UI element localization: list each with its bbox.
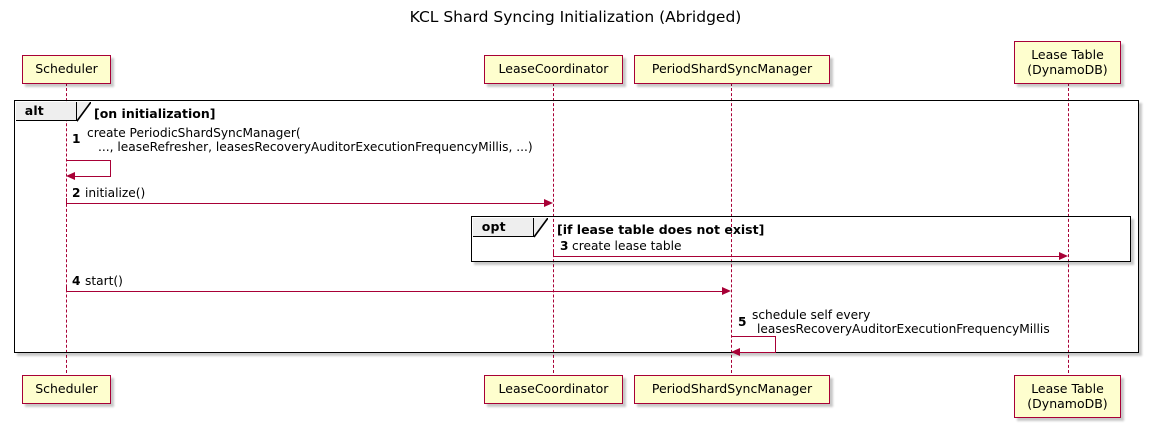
message-5-self-loop-bottom (740, 352, 776, 353)
message-4-source-tick (66, 286, 67, 292)
fragment-opt-operator-label: opt (481, 219, 506, 235)
fragment-opt-tab-notch-icon (533, 217, 548, 238)
fragment-alt-on-initialization (14, 100, 1139, 353)
participant-lease-coordinator-top[interactable]: LeaseCoordinator (484, 55, 623, 84)
fragment-alt-operator-tab: alt (15, 101, 77, 121)
message-4-arrowhead-icon (722, 286, 731, 295)
message-2-source-tick (66, 198, 67, 204)
participant-lease-table-bottom-label-2: (DynamoDB) (1027, 395, 1108, 411)
message-4-text: start() (85, 274, 123, 288)
message-5-self-loop-top (731, 336, 776, 337)
message-4-number: 4 (72, 274, 81, 288)
message-1-text-line1: create PeriodicShardSyncManager( (87, 126, 301, 140)
message-5-number: 5 (738, 315, 747, 329)
fragment-opt-lease-table-missing (471, 216, 1131, 262)
participant-lease-coordinator-bottom-label: LeaseCoordinator (498, 381, 609, 397)
message-5-arrowhead-icon (731, 347, 740, 356)
participant-scheduler-bottom-label: Scheduler (35, 381, 98, 397)
message-2-arrowhead-icon (544, 198, 553, 207)
participant-lease-table-top[interactable]: Lease Table (DynamoDB) (1014, 41, 1121, 84)
message-3-text: create lease table (572, 239, 682, 253)
message-1-self-loop-top (66, 160, 111, 161)
message-2-text: initialize() (85, 186, 146, 200)
message-3-source-tick (553, 251, 554, 257)
message-1-number: 1 (72, 132, 81, 146)
message-3-arrowhead-icon (1059, 251, 1068, 260)
message-5-text-line1: schedule self every (752, 308, 871, 322)
participant-period-shard-sync-manager-bottom[interactable]: PeriodShardSyncManager (634, 375, 830, 404)
lifeline-scheduler (66, 83, 67, 378)
fragment-alt-operator-label: alt (24, 103, 44, 119)
lifeline-lease-coordinator (553, 83, 554, 378)
participant-scheduler-bottom[interactable]: Scheduler (22, 375, 111, 404)
message-4-line (66, 291, 722, 292)
fragment-alt-tab-notch-icon (76, 101, 91, 122)
participant-lease-table-bottom-label: Lease Table (1031, 381, 1104, 397)
participant-period-shard-sync-manager-top[interactable]: PeriodShardSyncManager (634, 55, 830, 84)
message-5-text-line2: leasesRecoveryAuditorExecutionFrequencyM… (757, 322, 1050, 336)
message-2-line (66, 203, 544, 204)
fragment-opt-guard: [if lease table does not exist] (557, 222, 765, 237)
participant-lease-table-bottom[interactable]: Lease Table (DynamoDB) (1014, 375, 1121, 418)
message-3-line (553, 256, 1059, 257)
participant-period-shard-sync-manager-top-label: PeriodShardSyncManager (651, 61, 813, 77)
message-3-number: 3 (560, 239, 569, 253)
participant-period-shard-sync-manager-bottom-label: PeriodShardSyncManager (651, 381, 813, 397)
participant-lease-coordinator-top-label: LeaseCoordinator (498, 61, 609, 77)
diagram-title: KCL Shard Syncing Initialization (Abridg… (409, 8, 742, 26)
participant-scheduler-top-label: Scheduler (35, 61, 98, 77)
message-1-self-loop-bottom (75, 176, 111, 177)
fragment-opt-operator-tab: opt (472, 217, 534, 237)
message-1-self-loop-right (110, 160, 111, 177)
participant-lease-table-top-label: Lease Table (1031, 47, 1104, 63)
message-5-self-loop-right (775, 336, 776, 353)
message-2-number: 2 (72, 186, 81, 200)
lifeline-lease-table (1068, 83, 1069, 378)
message-1-arrowhead-icon (66, 171, 75, 180)
message-1-text-line2: ..., leaseRefresher, leasesRecoveryAudit… (98, 140, 533, 154)
participant-lease-coordinator-bottom[interactable]: LeaseCoordinator (484, 375, 623, 404)
participant-lease-table-top-label-2: (DynamoDB) (1027, 61, 1108, 77)
lifeline-period-shard-sync-manager (731, 83, 732, 378)
fragment-alt-guard: [on initialization] (94, 106, 216, 121)
participant-scheduler-top[interactable]: Scheduler (22, 55, 111, 84)
